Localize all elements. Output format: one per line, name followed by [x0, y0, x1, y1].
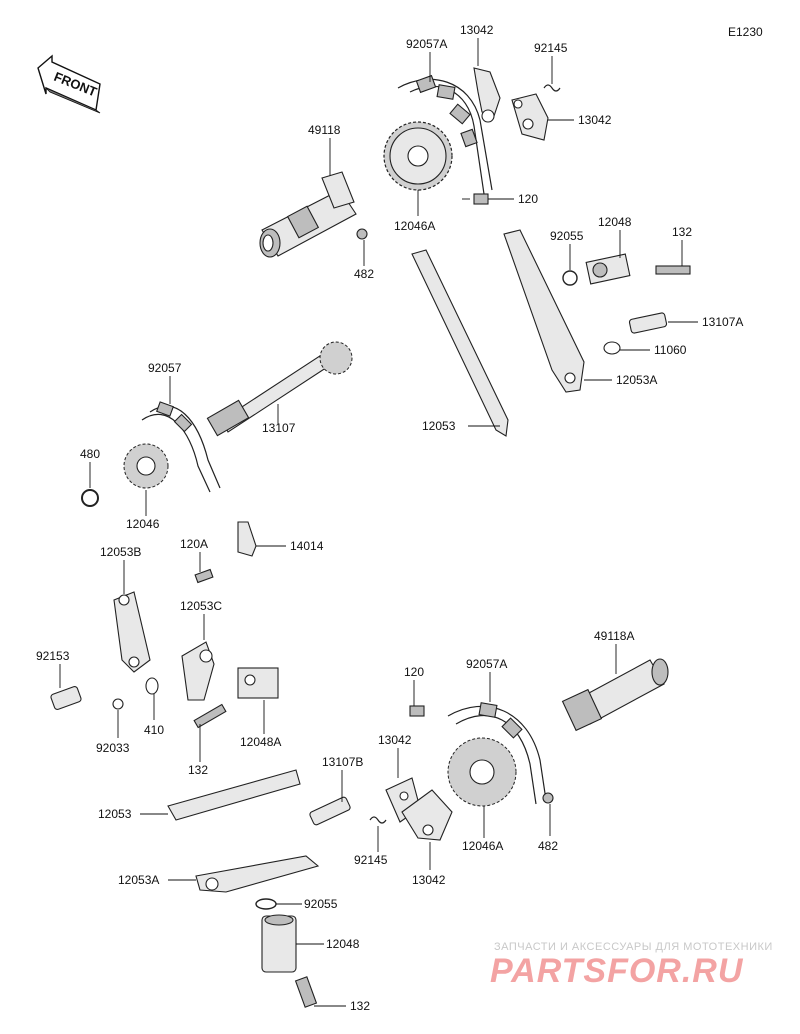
callout-13107: 13107 [262, 421, 296, 435]
callout-120a: 120A [180, 537, 208, 551]
front-arrow-icon: FRONT [37, 54, 101, 114]
bolt-13107a [628, 312, 668, 334]
bolt-120-bottom [409, 705, 425, 717]
plate-13042-right [511, 93, 549, 141]
callout-482-top: 482 [354, 267, 374, 281]
washer-410 [145, 677, 159, 695]
callout-92033: 92033 [96, 741, 130, 755]
o-ring-92055-top [562, 270, 578, 286]
o-ring-92055-bottom [255, 898, 277, 910]
leader-lines [59, 38, 698, 1007]
sprocket-12046a-bottom [447, 737, 517, 807]
weight-13042-top [473, 67, 501, 123]
guide-12053c [181, 641, 215, 701]
callout-480: 480 [80, 447, 100, 461]
callout-49118a: 49118A [594, 629, 634, 643]
tensioner-12048a [237, 667, 279, 699]
bolt-13107b [309, 796, 351, 826]
sprocket-12046a-top [383, 121, 453, 191]
callout-410: 410 [144, 723, 164, 737]
callout-12053-bottom: 12053 [98, 807, 132, 821]
watermark-subtitle: ЗАПЧАСТИ И АКСЕССУАРЫ ДЛЯ МОТОТЕХНИКИ [494, 941, 773, 953]
pin-482-top [356, 228, 368, 240]
callout-92153: 92153 [36, 649, 70, 663]
plate-13042-bottom2 [401, 789, 453, 841]
spring-92145-top [543, 84, 561, 92]
cam-chain-top [397, 74, 493, 195]
callout-92057: 92057 [148, 361, 182, 375]
guide-12053b [113, 591, 151, 673]
washer-92033 [112, 698, 124, 710]
callout-92057a-bottom: 92057A [466, 657, 507, 671]
bolt-132-mid [193, 703, 227, 729]
callout-12053c: 12053C [180, 599, 222, 613]
bolt-132-top [655, 265, 691, 275]
callout-482-bottom: 482 [538, 839, 558, 853]
callout-12053b: 12053B [100, 545, 141, 559]
bolt-92153 [50, 685, 82, 711]
callout-92055-bottom: 92055 [304, 897, 338, 911]
callout-12048-top: 12048 [598, 215, 632, 229]
chain-guide-12053-top [411, 249, 509, 437]
callout-120-top: 120 [518, 192, 538, 206]
diagram-code: E1230 [728, 25, 763, 39]
callout-13042-top: 13042 [460, 23, 494, 37]
bolt-120-top [462, 193, 489, 205]
callout-12048a: 12048A [240, 735, 281, 749]
tensioner-guide-12053a-top [503, 229, 585, 393]
callout-13042-bottom1: 13042 [378, 733, 412, 747]
camshaft-49118 [259, 171, 357, 258]
callout-12053a-top: 12053A [616, 373, 657, 387]
callout-12046: 12046 [126, 517, 160, 531]
spring-92145-bottom [369, 816, 387, 824]
callout-14014: 14014 [290, 539, 324, 553]
cam-chain-92057 [141, 401, 221, 493]
tensioner-12048-bottom [261, 914, 297, 973]
camshaft-13107 [206, 341, 353, 437]
guide-12053a-bottom [195, 855, 320, 893]
plate-14014 [237, 521, 257, 557]
callout-132-top: 132 [672, 225, 692, 239]
sprocket-12046 [123, 443, 169, 489]
callout-11060: 11060 [654, 343, 687, 357]
circlip-480 [81, 489, 99, 507]
tensioner-12048-top [585, 253, 631, 285]
callout-13042-right: 13042 [578, 113, 612, 127]
callout-92057a-top: 92057A [406, 37, 447, 51]
callout-92145-bottom: 92145 [354, 853, 388, 867]
camshaft-49118a [561, 658, 669, 732]
bolt-120a [194, 568, 214, 584]
callout-120-bottom: 120 [404, 665, 424, 679]
callout-92055-top: 92055 [550, 229, 584, 243]
callout-12046a-top: 12046A [394, 219, 435, 233]
callout-12046a-bottom: 12046A [462, 839, 503, 853]
callout-12053a-bottom: 12053A [118, 873, 159, 887]
cam-chain-bottom [447, 702, 547, 805]
callout-12053-top: 12053 [422, 419, 456, 433]
callout-92145-top: 92145 [534, 41, 568, 55]
washer-11060 [603, 341, 621, 355]
pin-482-bottom [542, 792, 554, 804]
callout-132-bottom: 132 [350, 999, 370, 1013]
bolt-132-bottom [294, 976, 318, 1008]
callout-13107a-top: 13107A [702, 315, 743, 329]
callout-49118: 49118 [308, 123, 341, 137]
guide-12053-bottom [167, 769, 301, 821]
callout-132-mid: 132 [188, 763, 208, 777]
callout-12048-bottom: 12048 [326, 937, 360, 951]
callout-13042-bottom2: 13042 [412, 873, 446, 887]
callout-13107b: 13107B [322, 755, 363, 769]
watermark-brand: PARTSFOR.RU [490, 952, 744, 990]
